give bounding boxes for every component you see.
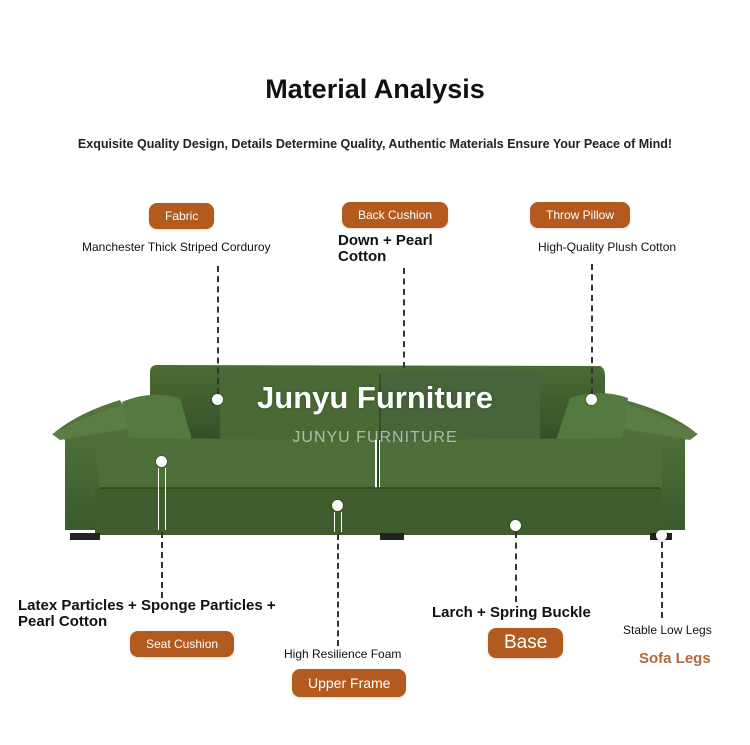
back-cushion-badge: Back Cushion <box>342 202 449 228</box>
upper-frame-leader-line <box>337 534 339 646</box>
seat-cushion-dot <box>156 456 167 467</box>
back-cushion-desc: Down + Pearl Cotton <box>338 232 433 265</box>
fabric-desc: Manchester Thick Striped Corduroy <box>82 240 271 254</box>
fabric-badge: Fabric <box>149 203 215 229</box>
throw-pillow-desc: High-Quality Plush Cotton <box>538 240 677 254</box>
fabric-leader-line <box>217 266 219 394</box>
base-desc: Larch + Spring Buckle <box>432 604 591 621</box>
throw-pillow-leader-line <box>591 264 593 394</box>
base-badge: Base <box>488 628 564 658</box>
sofa-legs-dot <box>656 530 667 541</box>
sofa-legs-desc: Stable Low Legs <box>623 623 712 637</box>
page-subtitle: Exquisite Quality Design, Details Determ… <box>77 137 673 151</box>
base-dot <box>510 520 521 531</box>
page-title: Material Analysis <box>265 74 485 104</box>
sofa-legs-label: Sofa Legs <box>639 650 711 667</box>
throw-pillow-dot <box>586 394 597 405</box>
upper-frame-desc: High Resilience Foam <box>284 647 402 661</box>
brand-watermark: Junyu Furniture <box>257 380 493 415</box>
seat-cushion-badge: Seat Cushion <box>130 631 235 657</box>
sofa-legs-leader-line <box>661 542 663 618</box>
upper-frame-chain <box>334 512 342 532</box>
seat-cushion-leader-line <box>161 532 163 598</box>
back-cushion-leader-line <box>403 268 405 368</box>
seat-cushion-chain <box>158 468 166 530</box>
throw-pillow-badge: Throw Pillow <box>530 202 631 228</box>
brand-watermark-caps: JUNYU FURNITURE <box>292 429 458 446</box>
fabric-dot <box>212 394 223 405</box>
base-leader-line <box>515 532 517 602</box>
seat-cushion-desc: Latex Particles + Sponge Particles + Pea… <box>18 597 276 630</box>
upper-frame-dot <box>332 500 343 511</box>
upper-frame-badge: Upper Frame <box>292 669 407 697</box>
